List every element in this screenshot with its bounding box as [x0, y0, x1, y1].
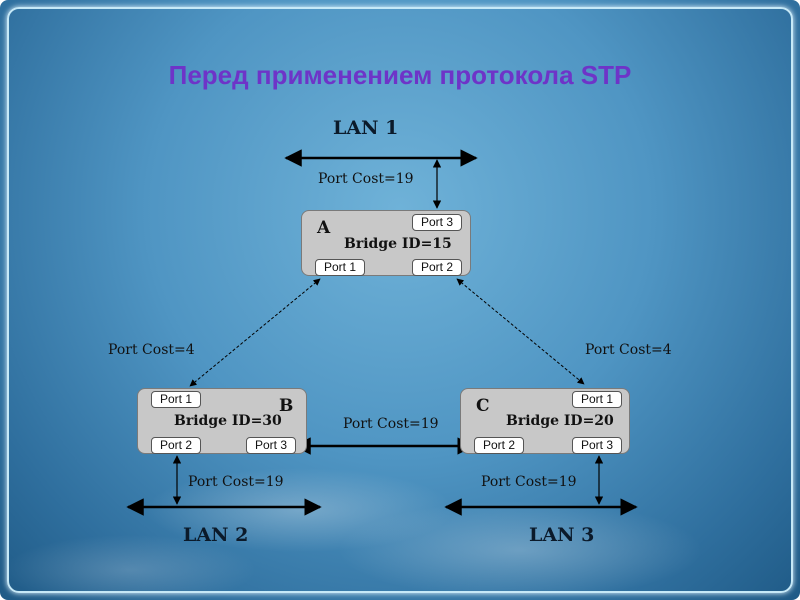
- bridge-b-port-3[interactable]: Port 3: [246, 437, 296, 454]
- bridge-a-port-2[interactable]: Port 2: [412, 259, 462, 276]
- link-a-c: [456, 278, 585, 385]
- bridge-b-id: Bridge ID=30: [174, 413, 282, 429]
- bridge-a-letter: A: [317, 218, 331, 238]
- cloud-background: [0, 340, 800, 600]
- bridge-a-id: Bridge ID=15: [344, 236, 452, 252]
- bridge-b-port-2[interactable]: Port 2: [151, 437, 201, 454]
- bridge-c-port-3[interactable]: Port 3: [572, 437, 622, 454]
- slide-title: Перед применением протокола STP: [168, 60, 632, 90]
- bridge-c-port-2[interactable]: Port 2: [474, 437, 524, 454]
- bridge-a: A Bridge ID=15 Port 3 Port 1 Port 2: [301, 210, 471, 276]
- cost-label-c-lan3: Port Cost=19: [481, 474, 577, 490]
- bridge-c-port-1[interactable]: Port 1: [572, 391, 622, 408]
- cost-label-a-lan1: Port Cost=19: [318, 171, 414, 187]
- bridge-a-port-3[interactable]: Port 3: [412, 214, 462, 231]
- cost-label-a-c: Port Cost=4: [585, 342, 672, 358]
- bridge-a-port-1[interactable]: Port 1: [315, 259, 365, 276]
- bridge-c: C Bridge ID=20 Port 1 Port 2 Port 3: [460, 388, 630, 454]
- lan1-label: LAN 1: [333, 117, 399, 139]
- cost-label-a-b: Port Cost=4: [108, 342, 195, 358]
- cost-label-b-c: Port Cost=19: [343, 416, 439, 432]
- bridge-b-port-1[interactable]: Port 1: [151, 391, 201, 408]
- lan2-label: LAN 2: [183, 524, 249, 546]
- bridge-b-letter: B: [279, 396, 294, 416]
- bridge-b: B Bridge ID=30 Port 1 Port 2 Port 3: [137, 388, 307, 454]
- bridge-c-id: Bridge ID=20: [506, 413, 614, 429]
- bridge-c-letter: C: [476, 396, 490, 416]
- cost-label-b-lan2: Port Cost=19: [188, 474, 284, 490]
- link-a-b: [189, 278, 321, 387]
- lan3-label: LAN 3: [529, 524, 595, 546]
